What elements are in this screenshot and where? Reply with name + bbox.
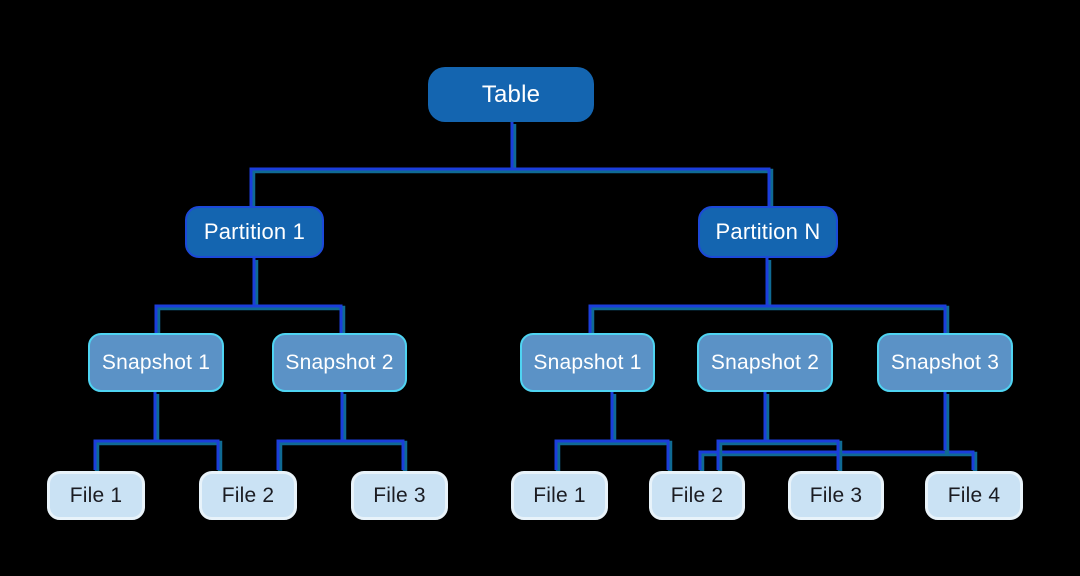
node-left-snapshot-2: Snapshot 2 (272, 333, 407, 392)
node-right-snapshot-1: Snapshot 1 (520, 333, 655, 392)
node-right-file-3: File 3 (788, 471, 884, 520)
node-right-file-2: File 2 (649, 471, 745, 520)
node-partition-1: Partition 1 (185, 206, 324, 258)
connector-partitionN-to-snapshots (588, 258, 950, 336)
connector-partition1-to-snapshots (154, 258, 346, 336)
node-left-file-1: File 1 (47, 471, 145, 520)
node-partition-n: Partition N (698, 206, 838, 258)
node-table: Table (428, 67, 594, 122)
node-left-file-2: File 2 (199, 471, 297, 520)
node-right-snapshot-3: Snapshot 3 (877, 333, 1013, 392)
node-left-file-3: File 3 (351, 471, 448, 520)
node-right-file-4: File 4 (925, 471, 1023, 520)
node-right-file-1: File 1 (511, 471, 608, 520)
connector-right-snapshot3-stem (943, 392, 950, 454)
connector-left-snapshot2-to-files (276, 392, 408, 472)
node-right-snapshot-2: Snapshot 2 (697, 333, 833, 392)
connector-right-snapshot2-to-files (716, 392, 843, 472)
connector-table-to-partitions (249, 122, 774, 208)
connector-left-snapshot1-to-files (93, 392, 223, 472)
node-left-snapshot-1: Snapshot 1 (88, 333, 224, 392)
connector-right-snapshot1-to-files (554, 392, 673, 472)
